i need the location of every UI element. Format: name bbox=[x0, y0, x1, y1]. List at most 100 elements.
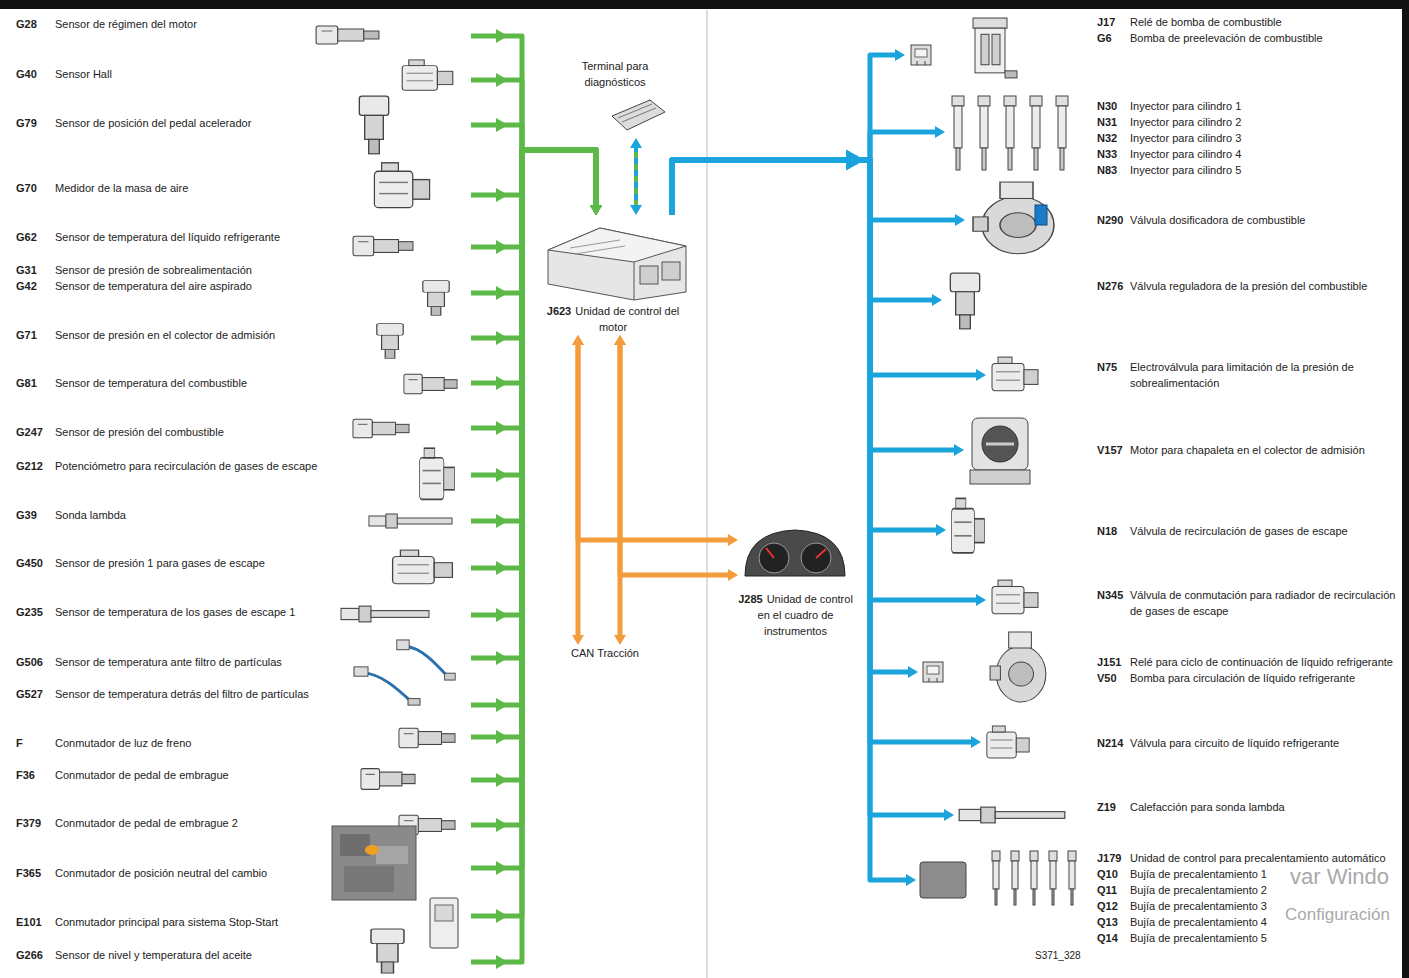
part-code: F379 bbox=[16, 815, 55, 831]
pump-icon bbox=[973, 182, 1054, 254]
actuator-entry: N276Válvula reguladora de la presión del… bbox=[942, 278, 1400, 308]
part-code: G31 bbox=[16, 262, 55, 278]
part-code: Q10 bbox=[1097, 866, 1130, 882]
arrowhead bbox=[496, 514, 508, 528]
engine-control-unit: J623Unidad de control del motor bbox=[533, 215, 693, 335]
part-code: N276 bbox=[1097, 278, 1130, 294]
connector-line bbox=[672, 160, 973, 742]
arrowhead bbox=[846, 150, 864, 170]
part-description: Relé para ciclo de continuación de líqui… bbox=[1130, 654, 1398, 670]
connector bbox=[620, 343, 730, 575]
arrowhead bbox=[496, 468, 508, 482]
connector-line bbox=[634, 146, 638, 207]
part-description: Válvula de conmutación para radiador de … bbox=[1130, 587, 1398, 619]
sensor-entry: G527Sensor de temperatura detrás del fil… bbox=[16, 686, 471, 713]
part-code: N33 bbox=[1097, 146, 1130, 162]
arrowhead bbox=[496, 818, 508, 832]
part-description: Potenciómetro para recirculación de gase… bbox=[55, 458, 320, 474]
entry-row: N345Válvula de conmutación para radiador… bbox=[1097, 587, 1400, 619]
heater-icon bbox=[959, 807, 1065, 823]
arrowhead bbox=[846, 150, 864, 170]
watermark: var Windo bbox=[1290, 864, 1389, 890]
sensor-icon bbox=[371, 929, 404, 973]
connector-line bbox=[672, 160, 956, 450]
part-code: G247 bbox=[16, 424, 55, 440]
part-description: Bomba de preelevación de combustible bbox=[1130, 30, 1398, 46]
sensor-entry: G79Sensor de posición del pedal acelerad… bbox=[16, 115, 471, 133]
entry-row: G506Sensor de temperatura ante filtro de… bbox=[16, 654, 471, 670]
glow-plug-icon bbox=[1068, 851, 1076, 905]
entry-row: G6Bomba de preelevación de combustible bbox=[1097, 30, 1400, 46]
part-code: Q12 bbox=[1097, 898, 1130, 914]
connector-line bbox=[672, 55, 897, 215]
instrument-cluster-unit: J285Unidad de control en el cuadro de in… bbox=[738, 525, 853, 639]
connector-line bbox=[672, 160, 910, 672]
entry-row: N30Inyector para cilindro 1 bbox=[1097, 98, 1400, 114]
sensor-entry: G28Sensor de régimen del motor bbox=[16, 16, 471, 44]
entry-row: J179Unidad de control para precalentamie… bbox=[1097, 850, 1400, 866]
part-description: Bomba para circulación de líquido refrig… bbox=[1130, 670, 1398, 686]
connector bbox=[471, 150, 596, 254]
part-description: Válvula para circuito de líquido refrige… bbox=[1130, 735, 1398, 751]
sensor-entry: F379Conmutador de pedal de embrague 2 bbox=[16, 815, 471, 833]
part-code: N18 bbox=[1097, 523, 1130, 539]
ecu-picture bbox=[548, 228, 686, 300]
connector-line bbox=[620, 343, 730, 575]
part-code: J17 bbox=[1097, 14, 1130, 30]
diagnostic-connector bbox=[612, 100, 665, 130]
part-code: F36 bbox=[16, 767, 55, 783]
part-description: Sensor de temperatura detrás del filtro … bbox=[55, 686, 320, 702]
part-description: Inyector para cilindro 2 bbox=[1130, 114, 1398, 130]
sensor-entry: G31Sensor de presión de sobrealimentació… bbox=[16, 262, 471, 301]
entry-row: J17Relé de bomba de combustible bbox=[1097, 14, 1400, 30]
arrowhead bbox=[846, 150, 864, 170]
entry-row: V157Motor para chapaleta en el colector … bbox=[1097, 442, 1400, 458]
sensor-icon bbox=[402, 60, 453, 90]
sensor-entry: G235Sensor de temperatura de los gases d… bbox=[16, 604, 471, 623]
arrowhead bbox=[496, 73, 508, 87]
part-description: Sonda lambda bbox=[55, 507, 320, 523]
watermark: Configuración bbox=[1285, 905, 1390, 925]
part-code: N30 bbox=[1097, 98, 1130, 114]
part-description: Sensor de nivel y temperatura del aceite bbox=[55, 947, 320, 963]
connector bbox=[471, 150, 596, 969]
connector-line bbox=[471, 150, 596, 293]
entry-row: G62Sensor de temperatura del líquido ref… bbox=[16, 229, 471, 245]
valve-icon bbox=[987, 726, 1029, 758]
part-code: N290 bbox=[1097, 212, 1130, 228]
part-code: G527 bbox=[16, 686, 55, 702]
can-bus-label: CAN Tracción bbox=[555, 645, 655, 661]
arrowhead bbox=[496, 331, 508, 345]
entry-row: F36Conmutador de pedal de embrague bbox=[16, 767, 471, 783]
relay-icon bbox=[923, 662, 943, 682]
sensor-icon bbox=[393, 550, 453, 584]
injector-icon bbox=[1004, 96, 1016, 170]
entry-row: N31Inyector para cilindro 2 bbox=[1097, 114, 1400, 130]
injector-icon bbox=[1030, 96, 1042, 170]
switch-icon bbox=[361, 769, 415, 790]
entry-row: G212Potenciómetro para recirculación de … bbox=[16, 458, 471, 474]
relay-icon bbox=[911, 45, 931, 65]
sensor-entry: G40Sensor Hall bbox=[16, 66, 471, 88]
part-description: Conmutador de pedal de embrague 2 bbox=[55, 815, 320, 831]
connector-line bbox=[672, 160, 978, 600]
part-code: G266 bbox=[16, 947, 55, 963]
sensor-entry: G247Sensor de presión del combustible bbox=[16, 424, 471, 440]
part-code: G212 bbox=[16, 458, 55, 474]
connector bbox=[471, 118, 596, 207]
sensor-icon bbox=[354, 667, 420, 705]
connector-line bbox=[471, 36, 596, 207]
part-description: Sensor de presión 1 para gases de escape bbox=[55, 555, 320, 571]
connector bbox=[672, 55, 897, 215]
entry-row: N290Válvula dosificadora de combustible bbox=[1097, 212, 1400, 228]
arrowhead bbox=[846, 150, 864, 170]
glow-plug-icon bbox=[1049, 851, 1057, 905]
part-code: G450 bbox=[16, 555, 55, 571]
part-code: G81 bbox=[16, 375, 55, 391]
entry-row: V50Bomba para circulación de líquido ref… bbox=[1097, 670, 1400, 686]
arrowhead bbox=[496, 240, 508, 254]
part-code: N31 bbox=[1097, 114, 1130, 130]
actuator-entry: N290Válvula dosificadora de combustible bbox=[965, 212, 1400, 228]
entry-row: F379Conmutador de pedal de embrague 2 bbox=[16, 815, 471, 831]
